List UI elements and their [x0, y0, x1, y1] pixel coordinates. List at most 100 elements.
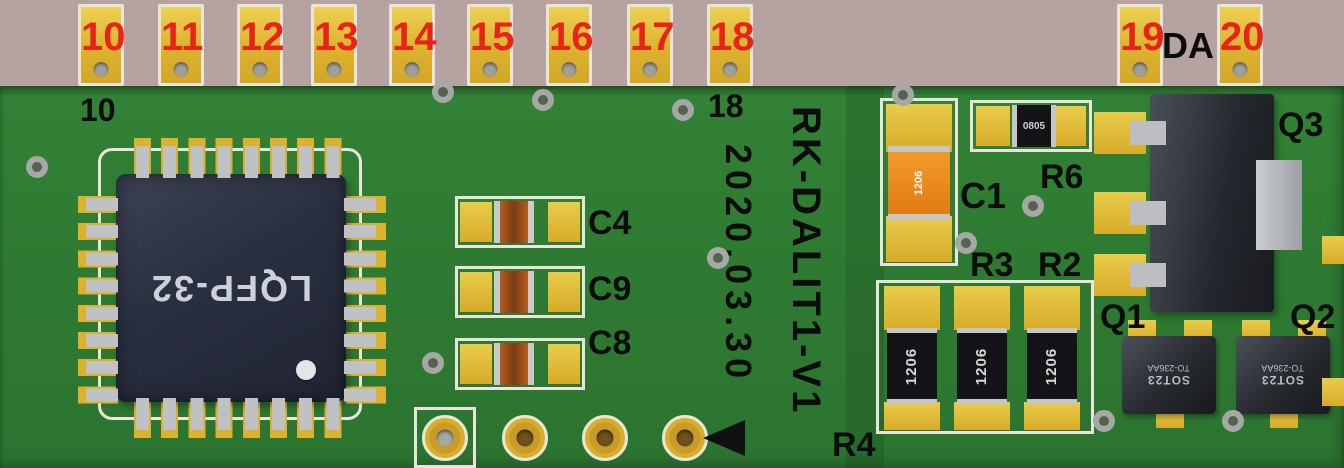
refdes-q1: Q1: [1100, 298, 1146, 336]
pad: [548, 344, 580, 384]
via: [432, 81, 454, 103]
arrow-marker-icon: [703, 420, 745, 456]
package-text: SOT23 TO-236AA: [1147, 362, 1190, 387]
mount-pad-2: [502, 415, 548, 461]
pin: [1130, 201, 1166, 225]
resistor-bank-outline: [876, 280, 1094, 434]
refdes-c1: C1: [960, 175, 1007, 216]
pad-number: 18: [710, 15, 755, 59]
hole: [596, 429, 614, 447]
pad-number: 19: [1120, 15, 1165, 59]
package-text: SOT23 TO-236AA: [1261, 362, 1304, 387]
via: [892, 84, 914, 106]
via: [955, 232, 977, 254]
da-label: DA: [1162, 25, 1214, 66]
mount-pad-square-outline: [414, 407, 476, 468]
connector-pad-17: 17: [627, 4, 675, 86]
pad-number: 10: [81, 15, 126, 59]
pin1-dot-marker: [296, 360, 316, 380]
connector-pad-13: 13: [311, 4, 359, 86]
via: [532, 89, 554, 111]
lqfp32-pins-right: [344, 198, 376, 402]
lqfp32-pins-top: [136, 146, 340, 178]
package-label: 1206: [912, 170, 925, 196]
refdes-r6: R6: [1040, 158, 1084, 196]
connector-pad-18: 18: [707, 4, 755, 86]
via: [1093, 410, 1115, 432]
lqfp32-pins-bottom: [136, 398, 340, 430]
package-label: SOT23: [1147, 373, 1191, 388]
pad-hole: [93, 62, 109, 77]
pad-number: 20: [1220, 15, 1265, 59]
capacitor-c4: [455, 196, 585, 248]
pad-hole: [482, 62, 498, 77]
pad-hole: [561, 62, 577, 77]
pad-number: 13: [314, 15, 359, 59]
pad-number: 12: [240, 15, 285, 59]
resistor-r6-body: 0805: [1012, 105, 1056, 147]
pad-hole: [642, 62, 658, 77]
pad: [976, 106, 1010, 146]
edge-pad: [1322, 378, 1344, 406]
pad: [884, 286, 940, 330]
connector-pad-19: 19: [1117, 4, 1165, 86]
pad: [886, 104, 952, 152]
pad: [548, 202, 580, 242]
capacitor-c1-body: 1206: [888, 146, 950, 220]
silk-pin18: 18: [708, 88, 744, 124]
lqfp32-pins-left: [86, 198, 118, 402]
capacitor-c1-outline: [880, 98, 958, 266]
resistor-body: 1206: [1027, 328, 1077, 404]
pad-hole: [1232, 62, 1248, 77]
pad: [548, 272, 580, 312]
connector-pad-20: 20: [1217, 4, 1265, 86]
package-label: 1206: [903, 347, 921, 385]
pad-hole: [1132, 62, 1148, 77]
via: [1022, 195, 1044, 217]
pad: [1052, 106, 1086, 146]
mount-pad-4: [662, 415, 708, 461]
package-label: TO-236AA: [1147, 363, 1191, 374]
chip-package-label: LQFP-32: [149, 268, 313, 309]
mount-pad-3: [582, 415, 628, 461]
pad-number: 16: [549, 15, 594, 59]
resistor-body: 1206: [887, 328, 937, 404]
connector-pad-10: 10: [78, 4, 126, 86]
pad: [1024, 402, 1080, 430]
pad-hole: [173, 62, 189, 77]
capacitor-c8: [455, 338, 585, 390]
silk-pin10: 10: [80, 92, 116, 128]
refdes-c9: C9: [588, 270, 632, 308]
edge-pad: [1322, 236, 1344, 264]
via: [422, 352, 444, 374]
transistor-q3-body: [1150, 94, 1274, 312]
pad-hole: [404, 62, 420, 77]
transistor-q3-tab: [1256, 160, 1302, 250]
pad: [954, 402, 1010, 430]
pin: [1130, 121, 1166, 145]
resistor-r6-outline: [970, 100, 1092, 152]
hole: [676, 429, 694, 447]
via: [707, 247, 729, 269]
connector-pad-16: 16: [546, 4, 594, 86]
package-label: 1206: [973, 347, 991, 385]
refdes-c4: C4: [588, 204, 632, 242]
pad: [460, 202, 492, 242]
transistor-q1-body: SOT23 TO-236AA: [1122, 336, 1216, 414]
pin: [1130, 263, 1166, 287]
refdes-c8: C8: [588, 324, 632, 362]
connector-pad-15: 15: [467, 4, 515, 86]
refdes-q2: Q2: [1290, 298, 1336, 336]
pad-number: 14: [392, 15, 437, 59]
pad-number: 11: [161, 15, 204, 59]
refdes-r3: R3: [970, 246, 1014, 284]
refdes-q3: Q3: [1278, 106, 1324, 144]
pad-hole: [326, 62, 342, 77]
pad: [1024, 286, 1080, 330]
capacitor-body: [494, 343, 534, 385]
resistor-body: 1206: [957, 328, 1007, 404]
connector-pad-11: 11: [158, 4, 204, 86]
hole: [516, 429, 534, 447]
capacitor-c9: [455, 266, 585, 318]
